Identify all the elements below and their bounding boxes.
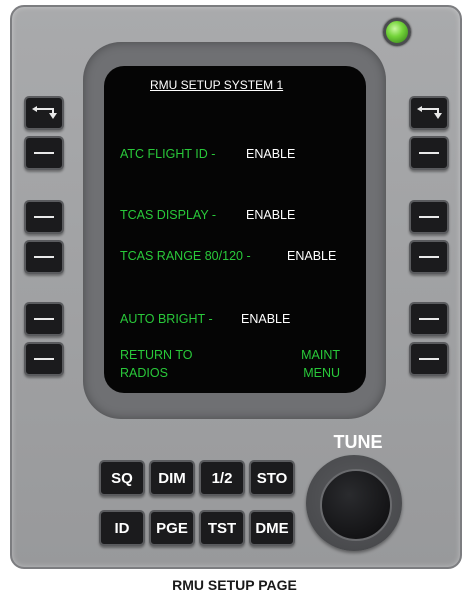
left-lsk-3[interactable] <box>24 240 64 274</box>
left-lsk-4[interactable] <box>24 302 64 336</box>
dim-button[interactable]: DIM <box>149 460 195 496</box>
tcas-range-label: TCAS RANGE 80/120 - <box>120 249 251 263</box>
dash-icon <box>419 358 439 360</box>
dash-icon <box>34 152 54 154</box>
right-lsk-4[interactable] <box>409 302 449 336</box>
dash-icon <box>419 216 439 218</box>
left-lsk-2[interactable] <box>24 200 64 234</box>
dash-icon <box>419 256 439 258</box>
tst-button[interactable]: TST <box>199 510 245 546</box>
tcas-display-value: ENABLE <box>246 208 296 222</box>
return-to-radios-label: RETURN TO RADIOS <box>120 348 193 380</box>
atc-flight-id-label: ATC FLIGHT ID - <box>120 147 216 161</box>
auto-bright-label: AUTO BRIGHT - <box>120 312 213 326</box>
screen-title: RMU SETUP SYSTEM 1 <box>150 78 284 92</box>
tcas-display-label: TCAS DISPLAY - <box>120 208 217 222</box>
atc-flight-id-value: ENABLE <box>246 147 296 161</box>
left-lsk-1[interactable] <box>24 136 64 170</box>
sto-button[interactable]: STO <box>249 460 295 496</box>
half-button[interactable]: 1/2 <box>199 460 245 496</box>
swap-arrow-icon <box>417 106 442 119</box>
left-lsk-5[interactable] <box>24 342 64 376</box>
dash-icon <box>34 318 54 320</box>
pge-button[interactable]: PGE <box>149 510 195 546</box>
sq-button[interactable]: SQ <box>99 460 145 496</box>
swap-arrow-icon <box>32 106 57 119</box>
tune-knob[interactable] <box>320 469 392 541</box>
tcas-range-value: ENABLE <box>287 249 337 263</box>
right-swap-key[interactable] <box>409 96 449 130</box>
dash-icon <box>34 256 54 258</box>
id-button[interactable]: ID <box>99 510 145 546</box>
figure-caption: RMU SETUP PAGE <box>172 577 297 593</box>
dash-icon <box>419 152 439 154</box>
auto-bright-value: ENABLE <box>241 312 291 326</box>
left-swap-key[interactable] <box>24 96 64 130</box>
dash-icon <box>34 216 54 218</box>
tune-label: TUNE <box>333 432 383 452</box>
dash-icon <box>419 318 439 320</box>
right-lsk-2[interactable] <box>409 200 449 234</box>
right-lsk-3[interactable] <box>409 240 449 274</box>
dash-icon <box>34 358 54 360</box>
dme-button[interactable]: DME <box>249 510 295 546</box>
maint-menu-label: MAINT MENU <box>301 348 340 380</box>
display-screen <box>104 66 366 393</box>
status-light-icon <box>383 18 411 46</box>
right-lsk-1[interactable] <box>409 136 449 170</box>
right-lsk-5[interactable] <box>409 342 449 376</box>
